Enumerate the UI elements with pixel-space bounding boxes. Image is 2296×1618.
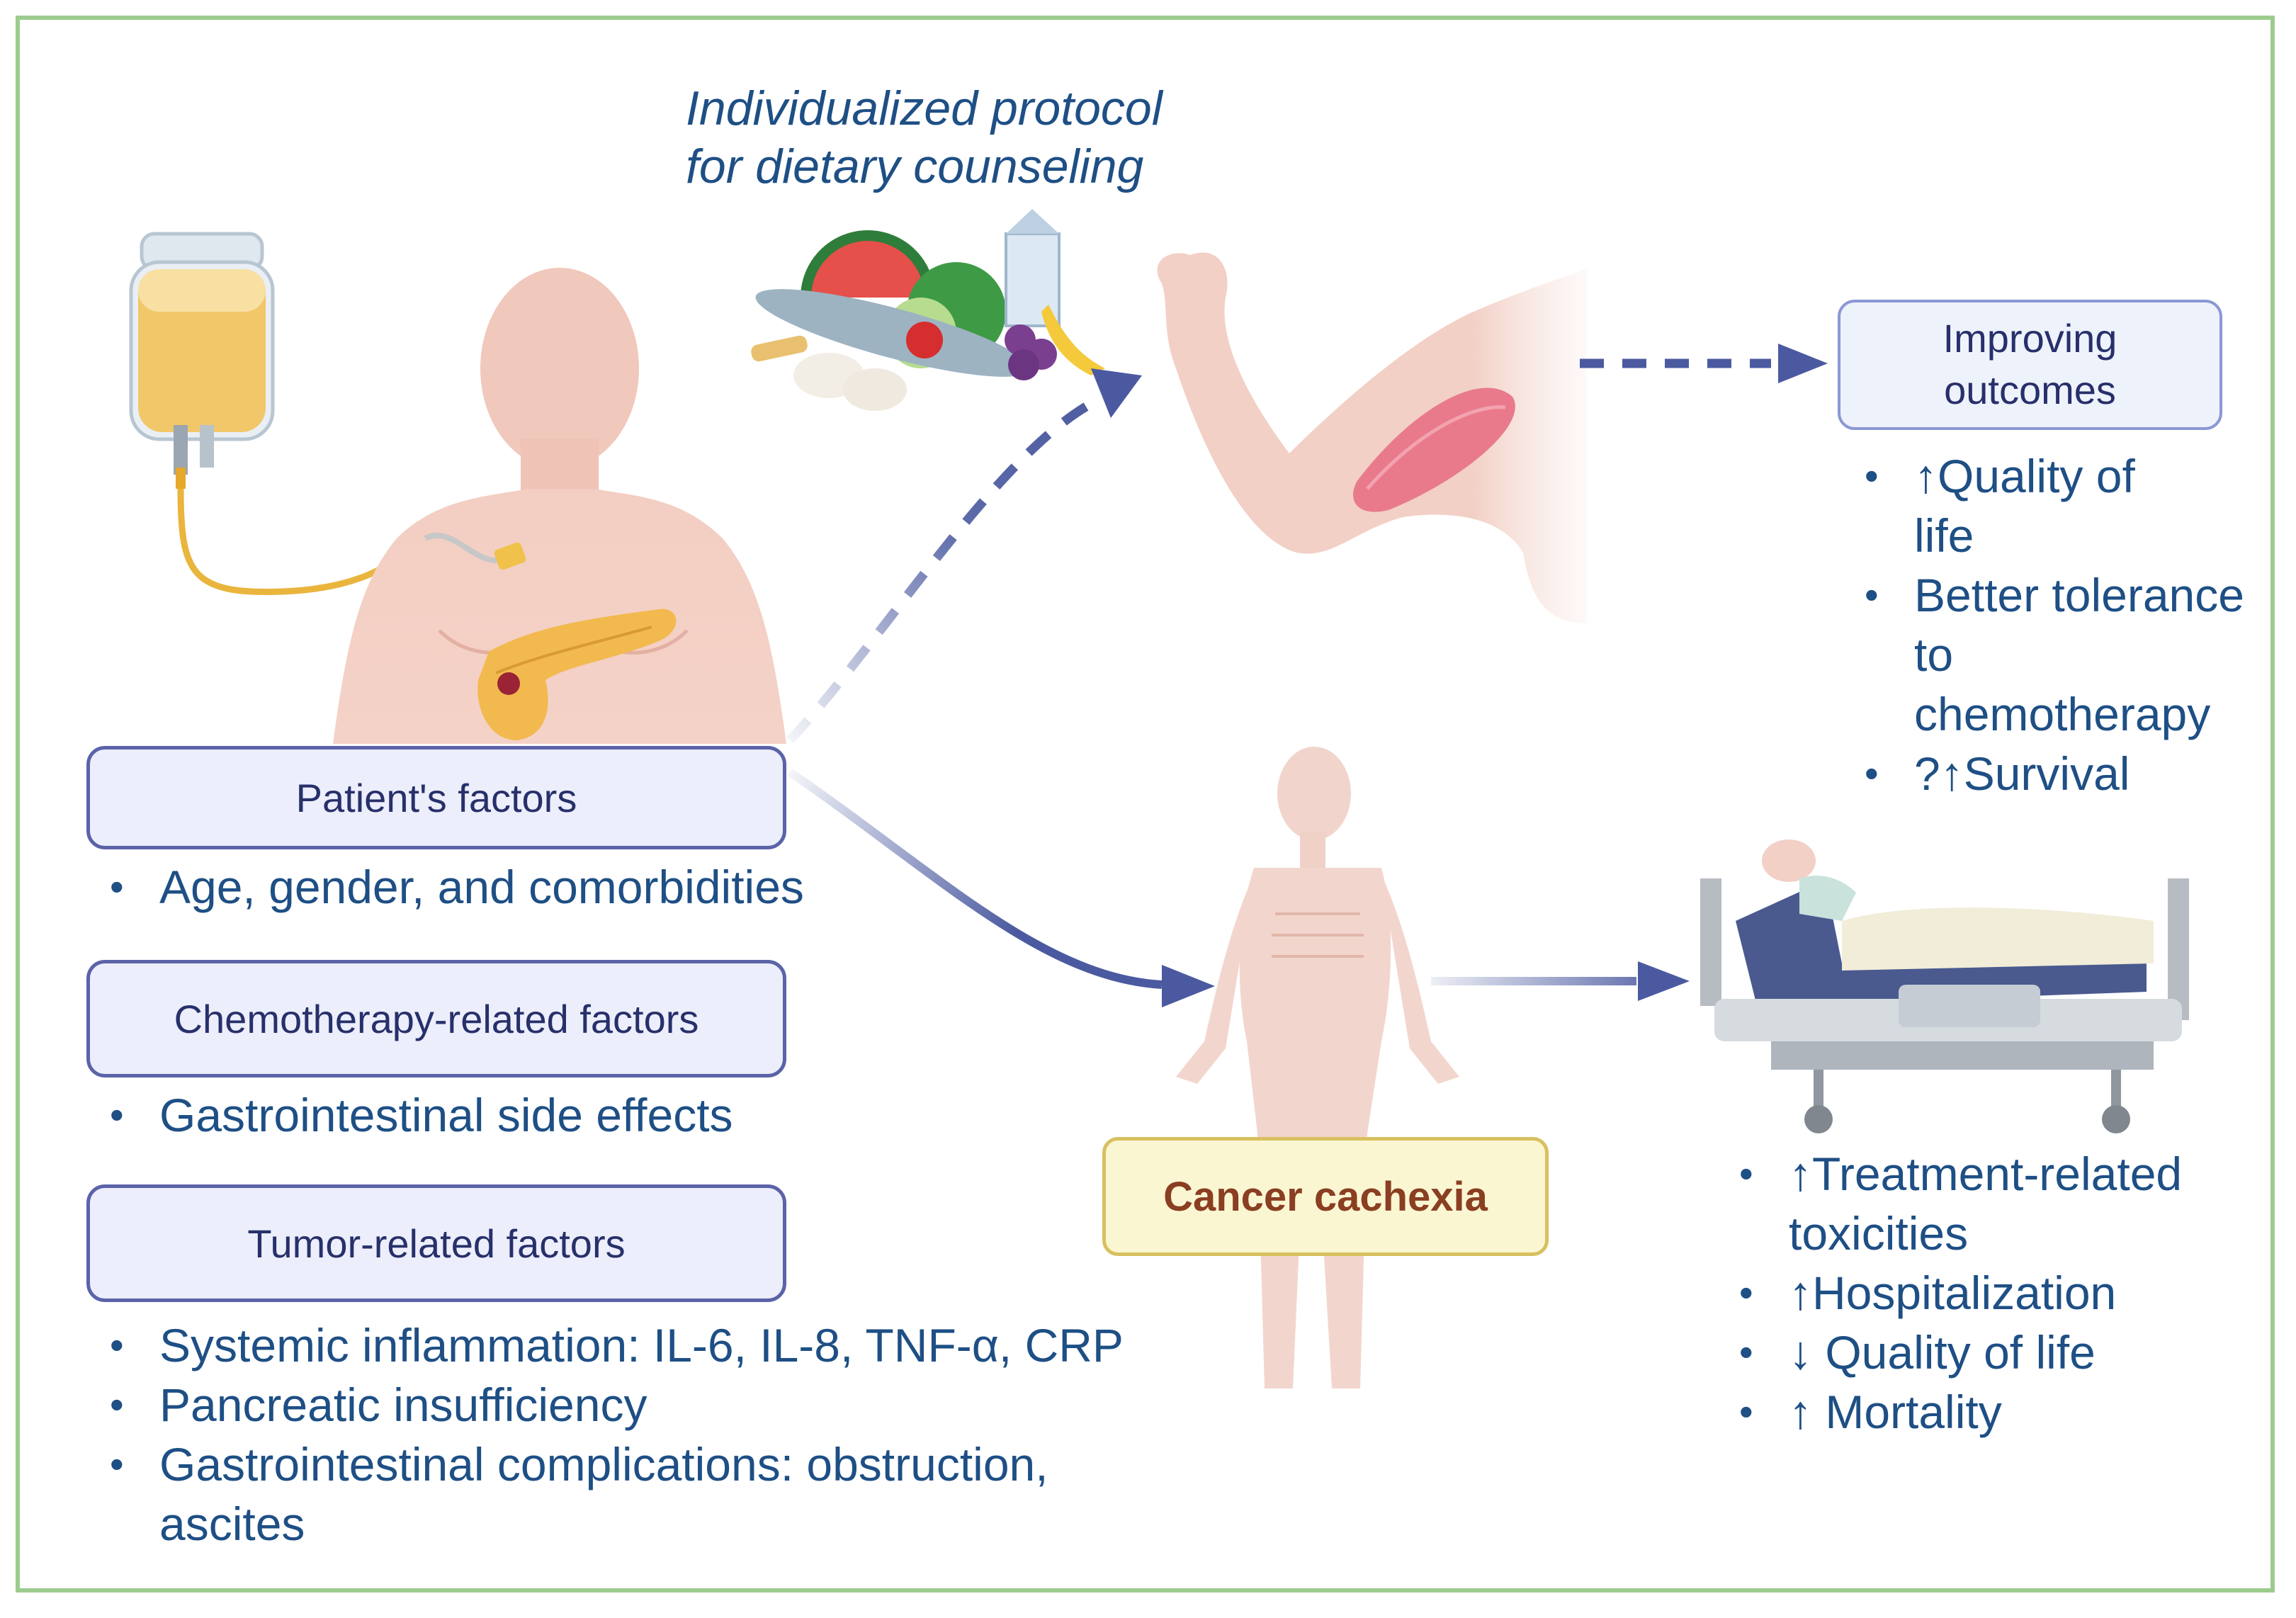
cancer-cachexia-box: Cancer cachexia xyxy=(1102,1137,1549,1256)
dashed-arrow-to-arm xyxy=(786,368,1142,744)
diagram-title: Individualized protocol for dietary coun… xyxy=(686,79,1163,196)
patient-factors-list: Age, gender, and comorbidities xyxy=(110,857,818,917)
dashed-arrow-to-outcomes xyxy=(1580,344,1828,383)
improving-outcomes-box: Improving outcomes xyxy=(1838,300,2222,430)
title-line-2: for dietary counseling xyxy=(686,140,1144,193)
cancer-cachexia-label: Cancer cachexia xyxy=(1163,1173,1488,1220)
chemotherapy-factors-box: Chemotherapy-related factors xyxy=(86,960,786,1077)
list-item: Pancreatic insufficiency xyxy=(110,1375,1215,1435)
tumor-factors-list: Systemic inflammation: IL-6, IL-8, TNF-α… xyxy=(110,1316,1215,1554)
list-item: Better tolerance to chemotherapy xyxy=(1865,565,2261,744)
patient-factors-box: Patient's factors xyxy=(86,746,786,849)
patient-factors-label: Patient's factors xyxy=(295,775,577,820)
improving-outcomes-list: ↑Quality of life Better tolerance to che… xyxy=(1865,446,2261,803)
list-item: ↑Quality of life xyxy=(1865,446,2183,565)
chemotherapy-factors-list: Gastrointestinal side effects xyxy=(110,1085,818,1145)
pancreas-icon xyxy=(477,609,677,740)
chemotherapy-factors-label: Chemotherapy-related factors xyxy=(174,996,699,1041)
healthy-food-icon xyxy=(751,209,1105,411)
tumor-factors-label: Tumor-related factors xyxy=(247,1221,626,1266)
cachexia-consequences-list: ↑Treatment-related toxicities ↑Hospitali… xyxy=(1739,1144,2235,1442)
list-item: Systemic inflammation: IL-6, IL-8, TNF-α… xyxy=(110,1316,1215,1375)
cachexia-body-icon xyxy=(1176,747,1459,1388)
list-item: ↑Hospitalization xyxy=(1739,1263,2235,1323)
flexed-arm-icon xyxy=(1157,252,1587,623)
list-item: Gastrointestinal side effects xyxy=(110,1085,818,1145)
list-item: Gastrointestinal complications: obstruct… xyxy=(110,1435,1066,1554)
list-item: ?↑Survival xyxy=(1865,744,2261,803)
title-line-1: Individualized protocol xyxy=(686,81,1163,135)
iv-bag-icon xyxy=(129,232,427,596)
patient-torso-icon xyxy=(333,268,786,744)
improving-outcomes-line-2: outcomes xyxy=(1944,368,2116,412)
list-item: ↑Treatment-related toxicities xyxy=(1739,1144,2185,1263)
hospital-bed-icon xyxy=(1700,839,2189,1133)
improving-outcomes-line-1: Improving xyxy=(1942,316,2117,361)
tumor-factors-box: Tumor-related factors xyxy=(86,1184,786,1302)
solid-arrow-to-hospital xyxy=(1431,961,1690,1001)
list-item: ↓ Quality of life xyxy=(1739,1323,2235,1382)
list-item: Age, gender, and comorbidities xyxy=(110,857,818,917)
solid-arrow-to-cachexia xyxy=(787,769,1215,1007)
list-item: ↑ Mortality xyxy=(1739,1382,2235,1442)
